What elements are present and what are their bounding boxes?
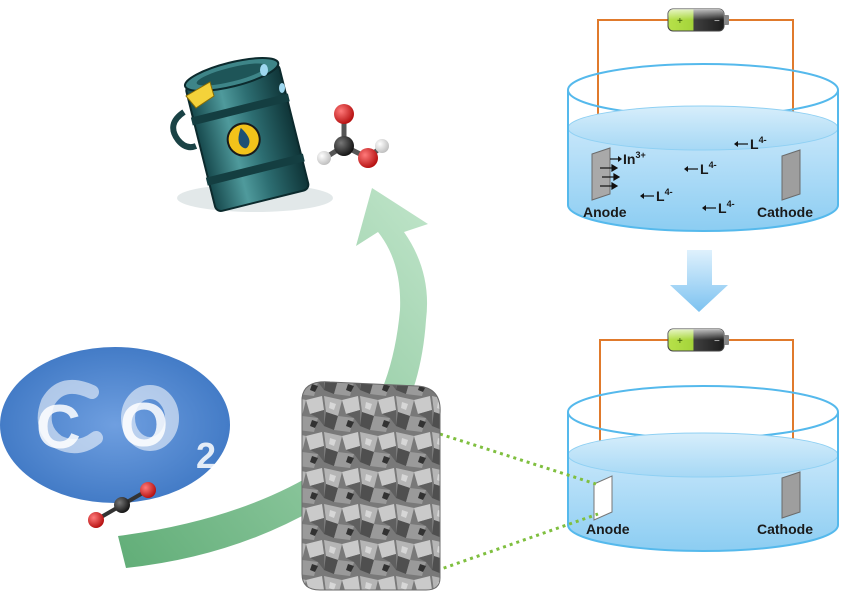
formic-acid-molecule-icon	[317, 104, 389, 168]
top-electrolyte-surface	[567, 105, 839, 151]
svg-text:L4-: L4-	[656, 187, 673, 204]
bottom-wire	[599, 339, 794, 478]
top-cathode-plate	[781, 149, 801, 201]
co2-cloud: C O 2	[0, 347, 230, 503]
svg-text:In3+: In3+	[623, 150, 646, 167]
bottom-cathode-label: Cathode	[757, 521, 813, 537]
bottom-cathode-plate	[781, 471, 801, 519]
svg-text:L4-: L4-	[750, 135, 767, 152]
sem-image-icon	[301, 381, 441, 591]
battery-icon: + −	[667, 328, 729, 352]
co2-text-o: O	[120, 391, 168, 460]
ligand-ion-4: L4-	[702, 199, 735, 216]
svg-text:−: −	[714, 16, 720, 27]
ligand-ion-3: L4-	[640, 187, 673, 204]
bottom-electrolysis-cell: + − Anode Cathode	[567, 328, 839, 552]
co2-molecule-icon	[88, 482, 156, 528]
bottom-anode-plate	[593, 475, 613, 521]
bottom-electrolyte-surface	[567, 432, 839, 478]
bottom-anode-label: Anode	[586, 521, 630, 537]
svg-text:+: +	[677, 16, 683, 27]
co2-text-subscript: 2	[196, 435, 216, 476]
battery-icon: + −	[667, 8, 729, 32]
ligand-ion-2: L4-	[734, 135, 767, 152]
svg-text:L4-: L4-	[700, 160, 717, 177]
oil-barrel-icon	[170, 57, 333, 212]
ion-flow-arrows	[600, 163, 621, 191]
svg-text:L4-: L4-	[718, 199, 735, 216]
process-down-arrow	[670, 250, 728, 312]
top-electrolysis-cell: + − In3+ L4-	[567, 8, 839, 232]
svg-text:+: +	[677, 336, 683, 347]
ligand-ion-1: L4-	[684, 160, 717, 177]
top-cathode-label: Cathode	[757, 204, 813, 220]
svg-text:−: −	[714, 336, 720, 347]
top-anode-plate	[591, 147, 611, 201]
co2-text-c: C	[36, 393, 81, 462]
indium-ion-label: In3+	[610, 150, 646, 167]
top-anode-label: Anode	[583, 204, 627, 220]
